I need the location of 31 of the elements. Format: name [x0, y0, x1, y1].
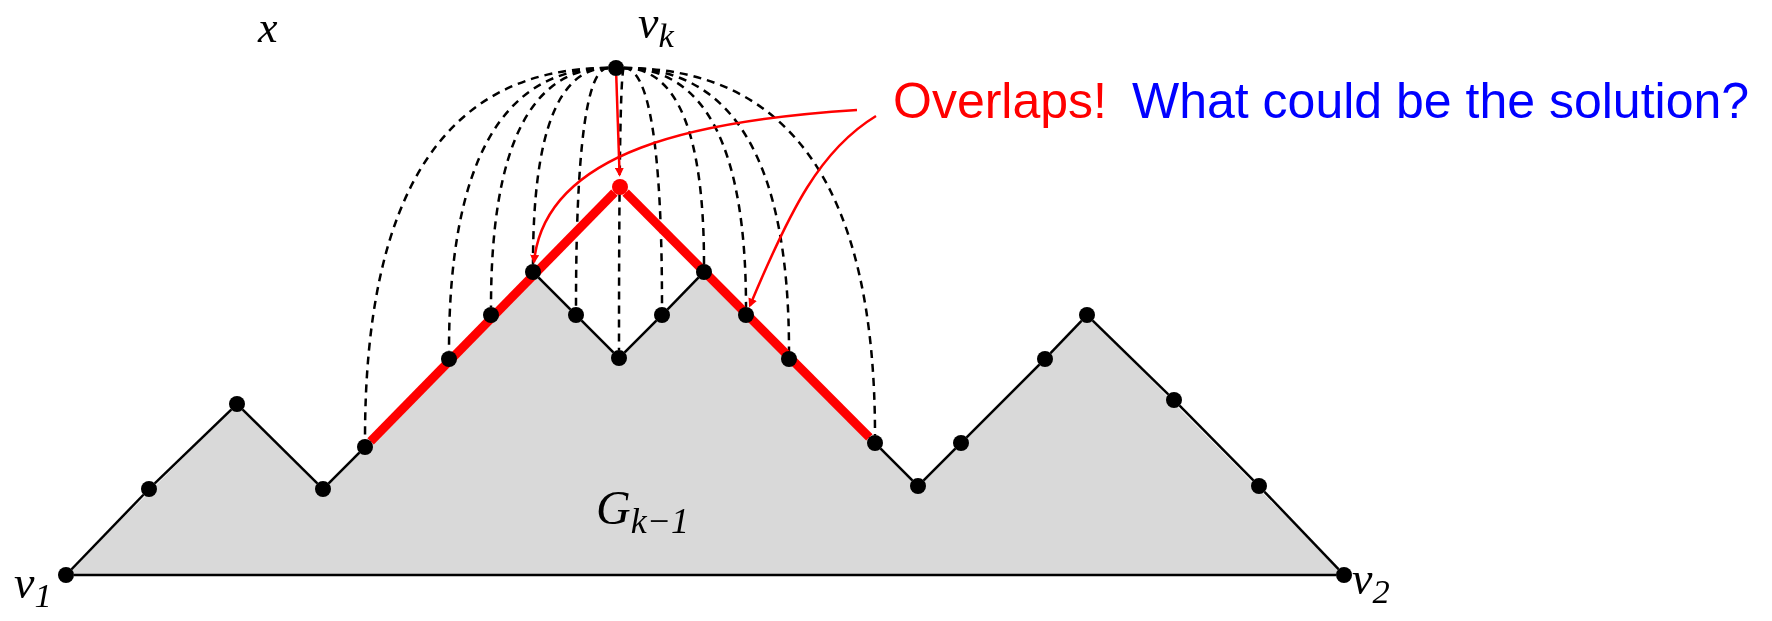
edge-line: [1091, 319, 1170, 396]
edge-line: [241, 408, 319, 485]
arrow: [748, 114, 877, 308]
edge-line: [537, 276, 572, 311]
variable-label: x: [258, 2, 278, 54]
dashed-edge: [617, 67, 626, 350]
question-text: What could be the solution?: [1132, 72, 1750, 131]
edge-line: [1049, 319, 1083, 355]
arrow: [531, 108, 858, 264]
region-label: G$_{k−1}$: [596, 480, 689, 543]
vertex-label: v$_{1}$: [14, 560, 52, 606]
edge-line: [153, 408, 233, 485]
edge-line: [965, 363, 1041, 439]
edge-line: [580, 319, 615, 354]
edge-line: [1263, 490, 1340, 571]
callout-text: Overlaps!: [893, 70, 1107, 133]
edge-line: [666, 276, 700, 311]
edge-line: [622, 189, 873, 441]
edge-line: [70, 493, 145, 571]
edge-line: [922, 447, 957, 482]
edge-line: [74, 573, 1336, 577]
edge-line: [327, 451, 361, 485]
edge-line: [367, 189, 618, 445]
edge-line: [879, 447, 914, 482]
edge-line: [1178, 404, 1255, 482]
vertex-label: v$_{k}$: [638, 0, 674, 46]
arrow: [614, 75, 624, 177]
vertex-label: v$_{2}$: [1352, 556, 1390, 602]
dashed-edge: [623, 66, 877, 436]
dashed-edge: [574, 66, 609, 307]
edge-line: [623, 319, 658, 354]
